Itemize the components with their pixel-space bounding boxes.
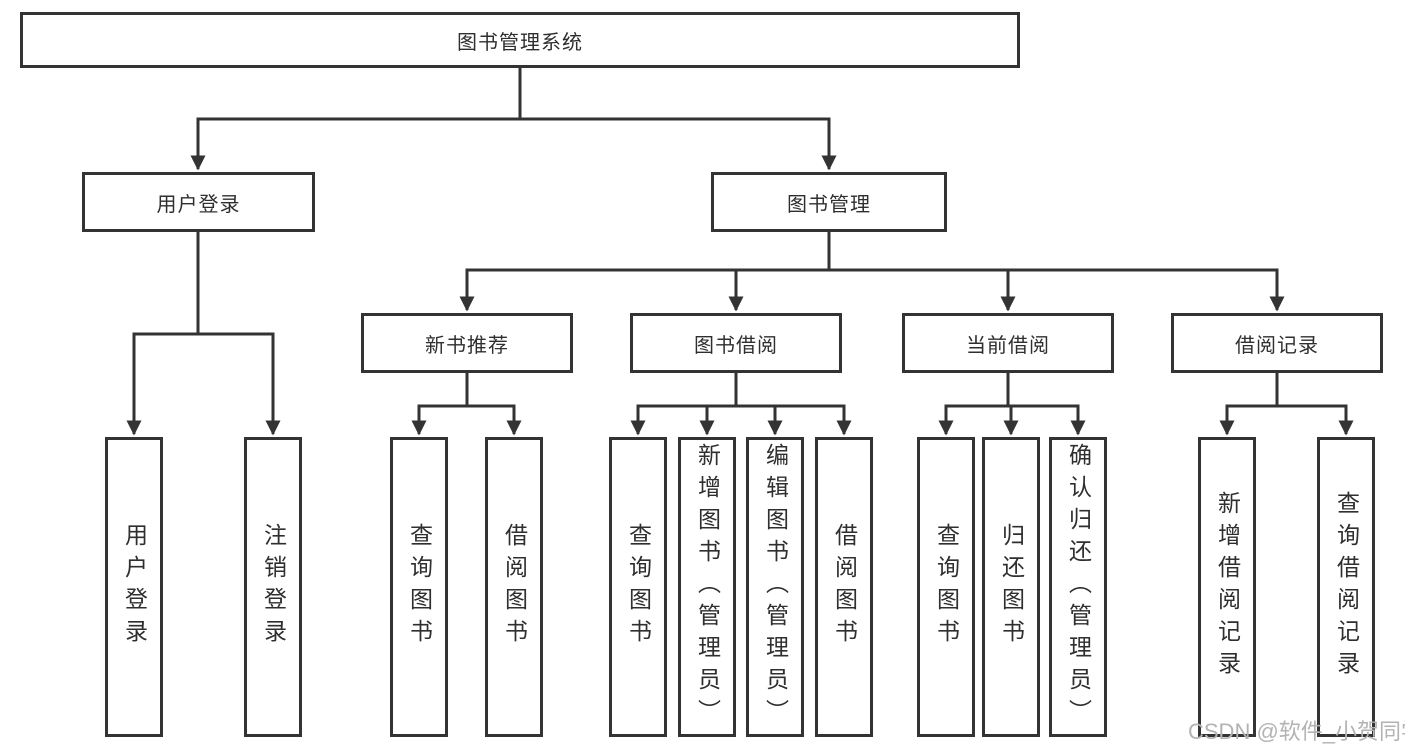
node-return-books: 归还图书 <box>982 437 1040 737</box>
node-login-user: 用户登录 <box>105 437 163 737</box>
node-borrow-records: 借阅记录 <box>1171 313 1383 373</box>
node-book-management-branch: 图书管理 <box>711 172 947 232</box>
node-add-books-admin: 新增图书（管理员） <box>678 437 736 737</box>
node-borrow-borrow-books: 借阅图书 <box>815 437 873 737</box>
node-edit-books-admin: 编辑图书（管理员） <box>746 437 804 737</box>
node-current-borrow: 当前借阅 <box>902 313 1114 373</box>
node-logout: 注销登录 <box>244 437 302 737</box>
node-recommend-borrow-books: 借阅图书 <box>485 437 543 737</box>
node-current-query-books: 查询图书 <box>917 437 975 737</box>
node-add-borrow-record: 新增借阅记录 <box>1198 437 1256 737</box>
node-root-system: 图书管理系统 <box>20 12 1020 68</box>
csdn-watermark: CSDN @软件_小贺同学 <box>1188 719 1405 744</box>
node-book-borrow: 图书借阅 <box>630 313 842 373</box>
node-recommend-query-books: 查询图书 <box>390 437 448 737</box>
node-user-login-branch: 用户登录 <box>82 172 315 232</box>
node-borrow-query-books: 查询图书 <box>609 437 667 737</box>
node-query-borrow-record: 查询借阅记录 <box>1317 437 1375 737</box>
node-confirm-return-admin: 确认归还（管理员） <box>1049 437 1107 737</box>
node-new-book-recommend: 新书推荐 <box>361 313 573 373</box>
